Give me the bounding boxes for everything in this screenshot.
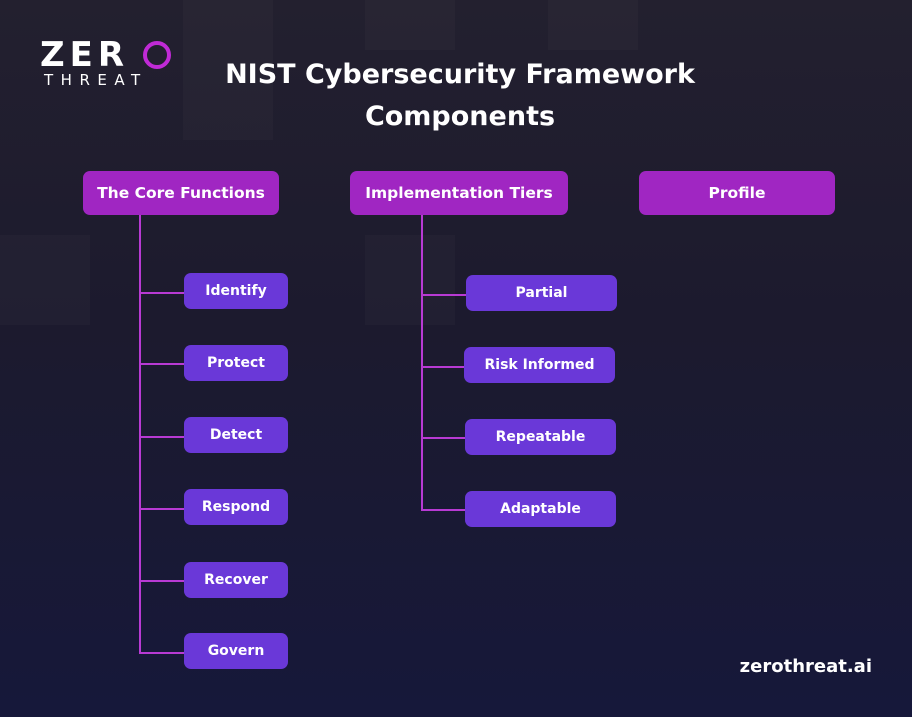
title-line-1: NIST Cybersecurity Framework: [225, 59, 695, 90]
title-line-2: Components: [364, 101, 556, 132]
core-functions-header: The Core Functions: [83, 171, 279, 215]
core-functions-label: The Core Functions: [97, 184, 265, 202]
connector: [421, 294, 469, 296]
connector: [421, 437, 468, 439]
background-tile: [365, 235, 455, 325]
core-item-protect: Protect: [184, 345, 288, 381]
background-tile: [365, 0, 455, 50]
core-functions-trunk: [139, 215, 141, 653]
tier-item-risk-informed: Risk Informed: [464, 347, 615, 383]
connector: [139, 508, 187, 510]
logo-wordmark-bottom: THREAT: [44, 71, 148, 89]
tier-item-partial: Partial: [466, 275, 617, 311]
tier-item-label: Partial: [515, 285, 568, 301]
core-item-identify: Identify: [184, 273, 288, 309]
connector: [139, 363, 187, 365]
tier-item-label: Risk Informed: [484, 357, 595, 373]
zerothreat-logo: ZER THREAT: [40, 38, 180, 90]
core-item-respond: Respond: [184, 489, 288, 525]
profile-header: Profile: [639, 171, 835, 215]
profile-label: Profile: [708, 184, 766, 202]
connector: [421, 366, 467, 368]
tier-item-label: Adaptable: [500, 501, 581, 517]
implementation-tiers-trunk: [421, 215, 423, 510]
core-item-govern: Govern: [184, 633, 288, 669]
page-title: NIST Cybersecurity Framework Components: [200, 54, 720, 138]
connector: [139, 580, 187, 582]
logo-ring-icon: [143, 41, 171, 69]
tier-item-repeatable: Repeatable: [465, 419, 616, 455]
core-item-label: Detect: [209, 427, 263, 443]
core-item-label: Recover: [204, 572, 268, 588]
core-item-label: Identify: [205, 283, 267, 299]
tier-item-adaptable: Adaptable: [465, 491, 616, 527]
background-tile: [0, 235, 90, 325]
core-item-label: Protect: [207, 355, 265, 371]
logo-wordmark-top: ZER: [40, 35, 130, 75]
background-tile: [548, 0, 638, 50]
core-item-label: Respond: [201, 499, 271, 515]
implementation-tiers-header: Implementation Tiers: [350, 171, 568, 215]
core-item-recover: Recover: [184, 562, 288, 598]
connector: [139, 292, 187, 294]
implementation-tiers-label: Implementation Tiers: [365, 184, 553, 202]
footer-url: zerothreat.ai: [739, 656, 872, 677]
core-item-label: Govern: [207, 643, 265, 659]
tier-item-label: Repeatable: [495, 429, 586, 445]
connector: [421, 509, 468, 511]
connector: [139, 436, 187, 438]
connector: [139, 652, 187, 654]
core-item-detect: Detect: [184, 417, 288, 453]
